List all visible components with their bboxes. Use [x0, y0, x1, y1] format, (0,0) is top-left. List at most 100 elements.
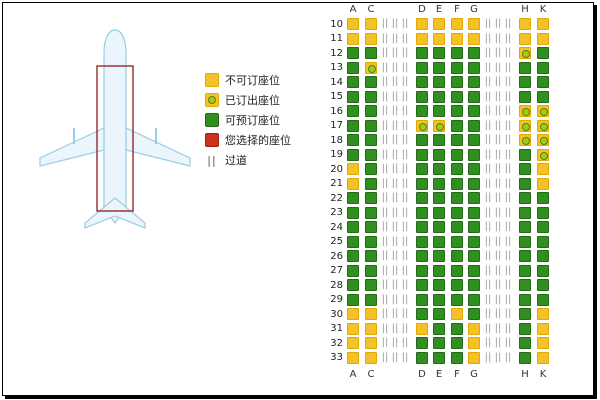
seat-28K[interactable]	[537, 279, 549, 291]
seat-14C[interactable]	[365, 76, 377, 88]
seat-23H[interactable]	[519, 206, 531, 219]
seat-25E[interactable]	[433, 235, 445, 248]
seat-27A[interactable]	[347, 264, 359, 277]
seat-19F[interactable]	[451, 148, 463, 161]
seat-20E[interactable]	[433, 163, 445, 175]
seat-32H[interactable]	[519, 337, 531, 349]
seat-33D[interactable]	[416, 351, 428, 364]
seat-24K[interactable]	[537, 221, 549, 233]
seat-20D[interactable]	[416, 163, 428, 175]
seat-20C[interactable]	[365, 163, 377, 175]
seat-15G[interactable]	[468, 90, 480, 103]
seat-23G[interactable]	[468, 206, 480, 219]
seat-12E[interactable]	[433, 47, 445, 59]
seat-20F[interactable]	[451, 163, 463, 175]
seat-14H[interactable]	[519, 76, 531, 88]
seat-33E[interactable]	[433, 351, 445, 364]
seat-31F[interactable]	[451, 322, 463, 335]
seat-20G[interactable]	[468, 163, 480, 175]
seat-14F[interactable]	[451, 76, 463, 88]
seat-16C[interactable]	[365, 105, 377, 117]
seat-23K[interactable]	[537, 206, 549, 219]
seat-25D[interactable]	[416, 235, 428, 248]
seat-16D[interactable]	[416, 105, 428, 117]
seat-31E[interactable]	[433, 322, 445, 335]
seat-26D[interactable]	[416, 250, 428, 262]
seat-29F[interactable]	[451, 293, 463, 306]
seat-25A[interactable]	[347, 235, 359, 248]
seat-18C[interactable]	[365, 134, 377, 146]
seat-26C[interactable]	[365, 250, 377, 262]
seat-22A[interactable]	[347, 192, 359, 204]
seat-32F[interactable]	[451, 337, 463, 349]
seat-27C[interactable]	[365, 264, 377, 277]
seat-15E[interactable]	[433, 90, 445, 103]
seat-23E[interactable]	[433, 206, 445, 219]
seat-14A[interactable]	[347, 76, 359, 88]
seat-27H[interactable]	[519, 264, 531, 277]
seat-24E[interactable]	[433, 221, 445, 233]
seat-26H[interactable]	[519, 250, 531, 262]
seat-17A[interactable]	[347, 119, 359, 132]
seat-17F[interactable]	[451, 119, 463, 132]
seat-12C[interactable]	[365, 47, 377, 59]
seat-29K[interactable]	[537, 293, 549, 306]
seat-13K[interactable]	[537, 61, 549, 74]
seat-16G[interactable]	[468, 105, 480, 117]
seat-25F[interactable]	[451, 235, 463, 248]
seat-14E[interactable]	[433, 76, 445, 88]
seat-12F[interactable]	[451, 47, 463, 59]
seat-23D[interactable]	[416, 206, 428, 219]
seat-12K[interactable]	[537, 47, 549, 59]
seat-31H[interactable]	[519, 322, 531, 335]
seat-20H[interactable]	[519, 163, 531, 175]
seat-26A[interactable]	[347, 250, 359, 262]
seat-21F[interactable]	[451, 177, 463, 190]
seat-18A[interactable]	[347, 134, 359, 146]
seat-24H[interactable]	[519, 221, 531, 233]
seat-15K[interactable]	[537, 90, 549, 103]
seat-29H[interactable]	[519, 293, 531, 306]
seat-18D[interactable]	[416, 134, 428, 146]
seat-15F[interactable]	[451, 90, 463, 103]
seat-28G[interactable]	[468, 279, 480, 291]
seat-27D[interactable]	[416, 264, 428, 277]
seat-30H[interactable]	[519, 308, 531, 320]
seat-13G[interactable]	[468, 61, 480, 74]
seat-29C[interactable]	[365, 293, 377, 306]
seat-13D[interactable]	[416, 61, 428, 74]
seat-22F[interactable]	[451, 192, 463, 204]
seat-27K[interactable]	[537, 264, 549, 277]
seat-28D[interactable]	[416, 279, 428, 291]
seat-21D[interactable]	[416, 177, 428, 190]
seat-15H[interactable]	[519, 90, 531, 103]
seat-23F[interactable]	[451, 206, 463, 219]
seat-23A[interactable]	[347, 206, 359, 219]
seat-14G[interactable]	[468, 76, 480, 88]
seat-22D[interactable]	[416, 192, 428, 204]
seat-14K[interactable]	[537, 76, 549, 88]
seat-32D[interactable]	[416, 337, 428, 349]
seat-30G[interactable]	[468, 308, 480, 320]
seat-17G[interactable]	[468, 119, 480, 132]
seat-28H[interactable]	[519, 279, 531, 291]
seat-26K[interactable]	[537, 250, 549, 262]
seat-12A[interactable]	[347, 47, 359, 59]
seat-21C[interactable]	[365, 177, 377, 190]
seat-29D[interactable]	[416, 293, 428, 306]
seat-13E[interactable]	[433, 61, 445, 74]
seat-19E[interactable]	[433, 148, 445, 161]
seat-27F[interactable]	[451, 264, 463, 277]
seat-19C[interactable]	[365, 148, 377, 161]
seat-15C[interactable]	[365, 90, 377, 103]
seat-16A[interactable]	[347, 105, 359, 117]
seat-27G[interactable]	[468, 264, 480, 277]
seat-18G[interactable]	[468, 134, 480, 146]
seat-26E[interactable]	[433, 250, 445, 262]
seat-25C[interactable]	[365, 235, 377, 248]
seat-26F[interactable]	[451, 250, 463, 262]
seat-15D[interactable]	[416, 90, 428, 103]
seat-25K[interactable]	[537, 235, 549, 248]
seat-24A[interactable]	[347, 221, 359, 233]
seat-33F[interactable]	[451, 351, 463, 364]
